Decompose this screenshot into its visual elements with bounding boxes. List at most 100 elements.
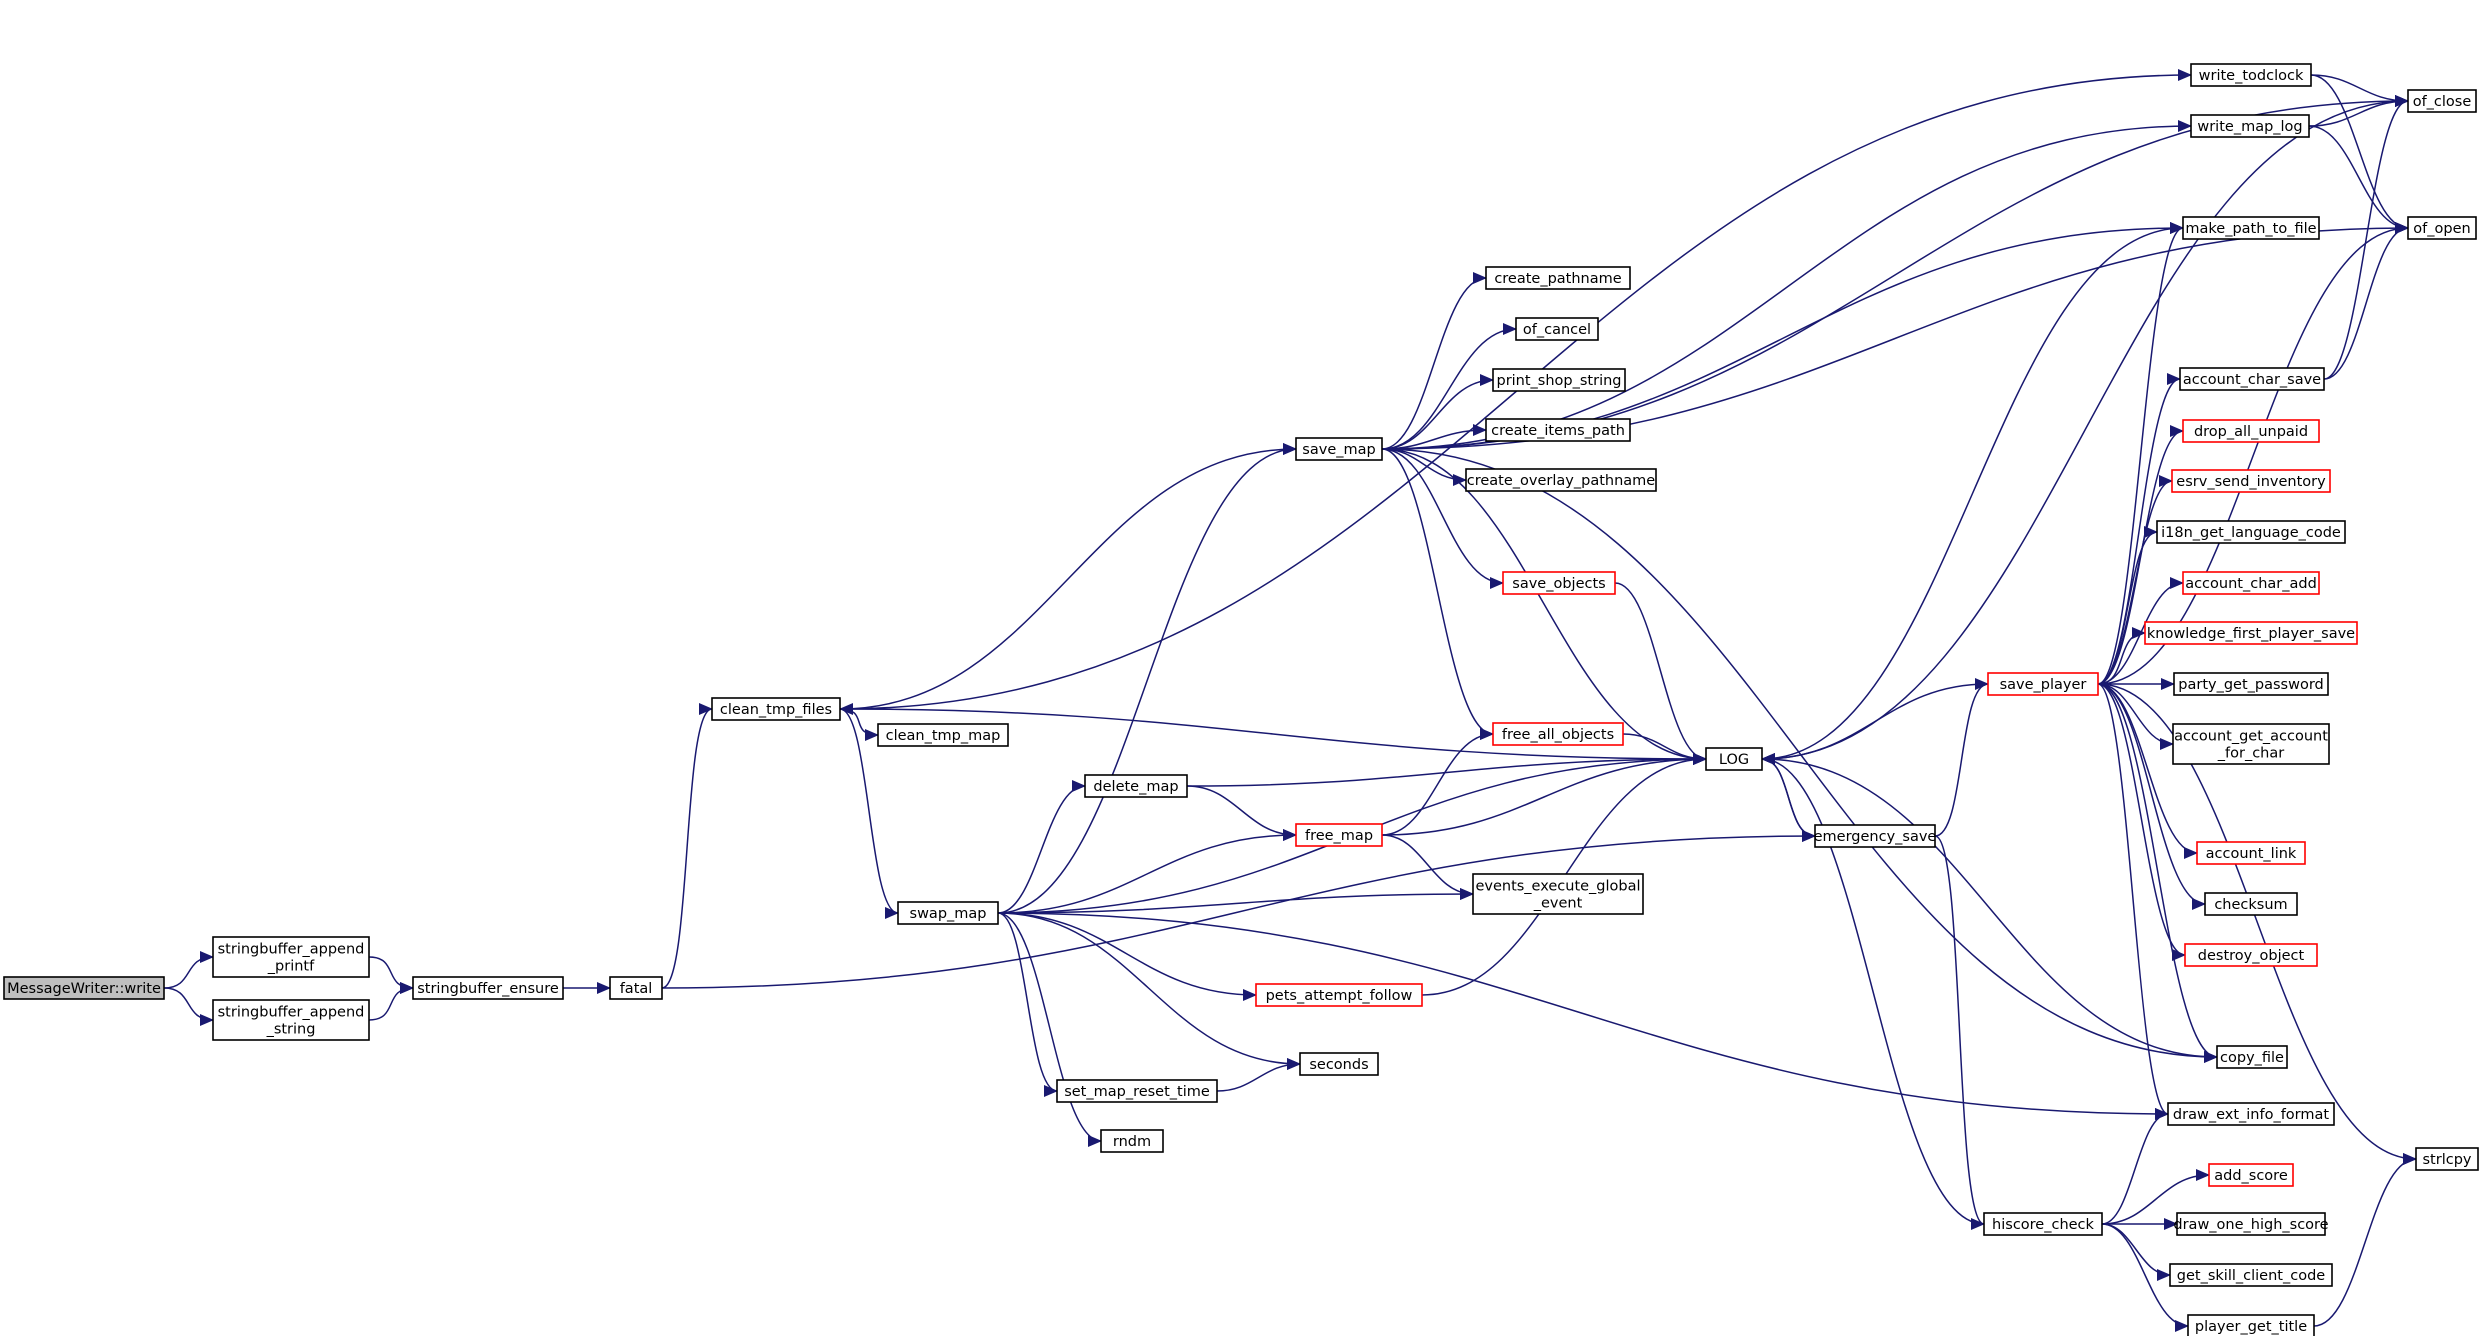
node-label: write_todclock	[2199, 68, 2304, 84]
node-print-shop-string[interactable]: print_shop_string	[1492, 368, 1626, 392]
node-create-pathname[interactable]: create_pathname	[1485, 266, 1631, 290]
node-box	[1255, 983, 1423, 1007]
node-label: rndm	[1113, 1134, 1151, 1150]
node-box	[2190, 63, 2312, 87]
node-seconds[interactable]: seconds	[1299, 1052, 1379, 1076]
node-label: make_path_to_file	[2185, 221, 2316, 237]
node-box	[1814, 824, 1936, 848]
node-box	[3, 976, 165, 1000]
node-label: destroy_object	[2198, 948, 2305, 964]
node-create-items-path[interactable]: create_items_path	[1485, 418, 1631, 442]
call-edge-emergency_save-to-hiscore_check	[1934, 835, 1985, 1230]
node-account-char-save[interactable]: account_char_save	[2179, 367, 2325, 391]
call-edge-save_map-to-free_all_objects	[1381, 448, 1494, 740]
call-edge-save_player-to-of_open	[2097, 222, 2409, 685]
node-draw-one-high-score[interactable]: draw_one_high_score	[2173, 1212, 2329, 1236]
node-box	[2176, 1212, 2326, 1236]
node-player-get-title[interactable]: player_get_title	[2187, 1314, 2315, 1336]
node-of-close[interactable]: of_close	[2407, 89, 2477, 113]
node-rndm[interactable]: rndm	[1100, 1129, 1164, 1153]
node-label: draw_ext_info_format	[2173, 1107, 2329, 1123]
node-set-map-reset-time[interactable]: set_map_reset_time	[1056, 1079, 1218, 1103]
call-edge-save_map-to-print_shop_string	[1381, 374, 1494, 450]
node-delete-map[interactable]: delete_map	[1084, 774, 1188, 798]
node-label: set_map_reset_time	[1064, 1084, 1210, 1100]
node-label: hiscore_check	[1992, 1217, 2094, 1233]
node-box	[2204, 892, 2298, 916]
node-label: MessageWriter::write	[7, 981, 161, 997]
node-account-get-account-for-char[interactable]: account_get_account_for_char	[2172, 723, 2330, 765]
call-edge-sb_printf-to-sb_ensure	[368, 956, 414, 994]
node-clean-tmp-files[interactable]: clean_tmp_files	[711, 697, 841, 721]
node-knowledge-first-player-save[interactable]: knowledge_first_player_save	[2144, 621, 2358, 645]
node-write-todclock[interactable]: write_todclock	[2190, 63, 2312, 87]
node-of-open[interactable]: of_open	[2407, 216, 2477, 240]
node-sb-ensure[interactable]: stringbuffer_ensure	[412, 976, 564, 1000]
node-label: of_cancel	[1523, 322, 1591, 338]
node-get-skill-client-code[interactable]: get_skill_client_code	[2169, 1263, 2333, 1287]
call-edge-LOG-to-make_path_to_file	[1761, 222, 2184, 760]
node-box	[711, 697, 841, 721]
node-swap-map[interactable]: swap_map	[897, 901, 999, 925]
call-edge-write_map_log-to-of_open	[2308, 125, 2409, 234]
node-fatal[interactable]: fatal	[609, 976, 663, 1000]
call-edge-save_player-to-knowledge_first_player_save	[2097, 627, 2146, 685]
node-clean-tmp-map[interactable]: clean_tmp_map	[877, 723, 1009, 747]
call-edge-swap_map-to-events_execute	[997, 888, 1474, 914]
call-edge-free_all_objects-to-LOG	[1622, 733, 1707, 765]
call-edge-save_map-to-make_path_to_file	[1381, 222, 2184, 450]
node-free-all-objects[interactable]: free_all_objects	[1492, 722, 1624, 746]
node-label: _event	[1533, 896, 1583, 912]
node-label: print_shop_string	[1496, 373, 1621, 389]
call-edge-fatal-to-clean_tmp_files	[661, 703, 713, 989]
node-LOG[interactable]: LOG	[1705, 747, 1763, 771]
node-account-char-add[interactable]: account_char_add	[2182, 571, 2320, 595]
node-destroy-object[interactable]: destroy_object	[2184, 943, 2318, 967]
node-i18n-get-language-code[interactable]: i18n_get_language_code	[2156, 520, 2346, 544]
node-draw-ext-info-format[interactable]: draw_ext_info_format	[2167, 1102, 2335, 1126]
call-edge-swap_map-to-free_map	[997, 829, 1297, 914]
node-checksum[interactable]: checksum	[2204, 892, 2298, 916]
node-box	[2196, 841, 2306, 865]
call-edge-save_map-to-create_overlay_pathname	[1381, 448, 1467, 486]
node-save-map[interactable]: save_map	[1295, 437, 1383, 461]
node-box	[2208, 1163, 2294, 1187]
node-of-cancel[interactable]: of_cancel	[1515, 317, 1599, 341]
node-pets-attempt-follow[interactable]: pets_attempt_follow	[1255, 983, 1423, 1007]
call-edge-save_player-to-account_link	[2097, 683, 2198, 859]
call-edge-swap_map-to-delete_map	[997, 780, 1086, 914]
node-account-link[interactable]: account_link	[2196, 841, 2306, 865]
node-write-map-log[interactable]: write_map_log	[2190, 114, 2310, 138]
node-emergency-save[interactable]: emergency_save	[1814, 824, 1937, 848]
node-label: LOG	[1719, 752, 1749, 768]
node-save-player[interactable]: save_player	[1987, 672, 2099, 696]
node-copy-file[interactable]: copy_file	[2216, 1045, 2288, 1069]
node-free-map[interactable]: free_map	[1295, 823, 1383, 847]
call-edge-save_player-to-account_get_account_for_char	[2097, 683, 2174, 750]
node-root[interactable]: MessageWriter::write	[3, 976, 165, 1000]
node-label: save_map	[1302, 442, 1375, 458]
node-save-objects[interactable]: save_objects	[1502, 571, 1616, 595]
call-edge-save_map-to-save_objects	[1381, 448, 1504, 589]
node-label: account_char_add	[2185, 576, 2317, 592]
node-sb-string[interactable]: stringbuffer_append_string	[212, 999, 370, 1041]
node-label: i18n_get_language_code	[2161, 525, 2341, 541]
node-events-execute[interactable]: events_execute_global_event	[1472, 873, 1644, 915]
node-label: account_get_account	[2174, 729, 2328, 745]
node-esrv-send-inventory[interactable]: esrv_send_inventory	[2171, 469, 2331, 493]
node-label: draw_one_high_score	[2173, 1217, 2328, 1233]
node-party-get-password[interactable]: party_get_password	[2173, 672, 2329, 696]
call-edge-delete_map-to-free_map	[1186, 785, 1297, 841]
call-edge-free_map-to-free_all_objects	[1381, 728, 1494, 836]
node-label: create_pathname	[1494, 271, 1621, 287]
node-hiscore-check[interactable]: hiscore_check	[1983, 1212, 2103, 1236]
node-create-overlay-pathname[interactable]: create_overlay_pathname	[1465, 468, 1657, 492]
node-strlcpy[interactable]: strlcpy	[2415, 1147, 2479, 1171]
call-edge-save_player-to-i18n_get_language_code	[2097, 526, 2158, 685]
node-label: party_get_password	[2178, 677, 2323, 693]
node-make-path-to-file[interactable]: make_path_to_file	[2182, 216, 2320, 240]
node-label: drop_all_unpaid	[2194, 424, 2308, 440]
node-drop-all-unpaid[interactable]: drop_all_unpaid	[2182, 419, 2320, 443]
node-sb-printf[interactable]: stringbuffer_append_printf	[212, 936, 370, 978]
node-add-score[interactable]: add_score	[2208, 1163, 2294, 1187]
